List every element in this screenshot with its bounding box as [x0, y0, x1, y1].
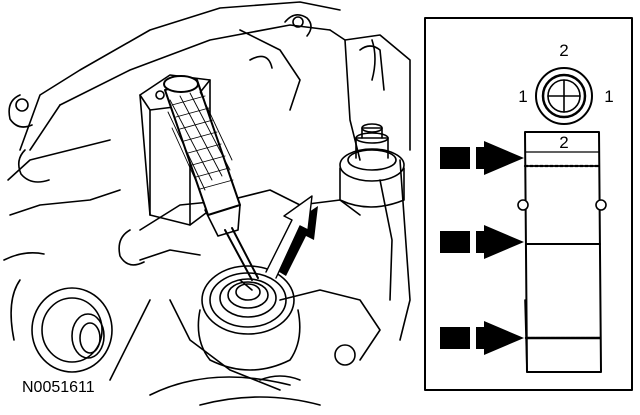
arrow-lower: [440, 321, 524, 355]
lifter-side-view: [517, 131, 607, 373]
label-2-top: 2: [559, 41, 568, 60]
inset-frame: [424, 17, 633, 391]
valve-stem-boss: [339, 123, 405, 208]
pointer-arrow: [265, 195, 318, 279]
label-1-left: 1: [518, 87, 527, 106]
label-2-side: 2: [559, 133, 568, 152]
cylinder-head-casting: [7, 1, 411, 406]
lifter-bore: [197, 265, 301, 371]
adjacent-lifter-bore: [3, 252, 113, 373]
figure-id: N0051611: [22, 379, 95, 396]
inspection-arrows: [440, 141, 524, 355]
label-1-right: 1: [604, 87, 613, 106]
lifter-top-view: [535, 67, 593, 125]
magnet-tool: [163, 75, 259, 291]
arrow-middle: [440, 225, 524, 259]
arrow-upper: [440, 141, 524, 175]
